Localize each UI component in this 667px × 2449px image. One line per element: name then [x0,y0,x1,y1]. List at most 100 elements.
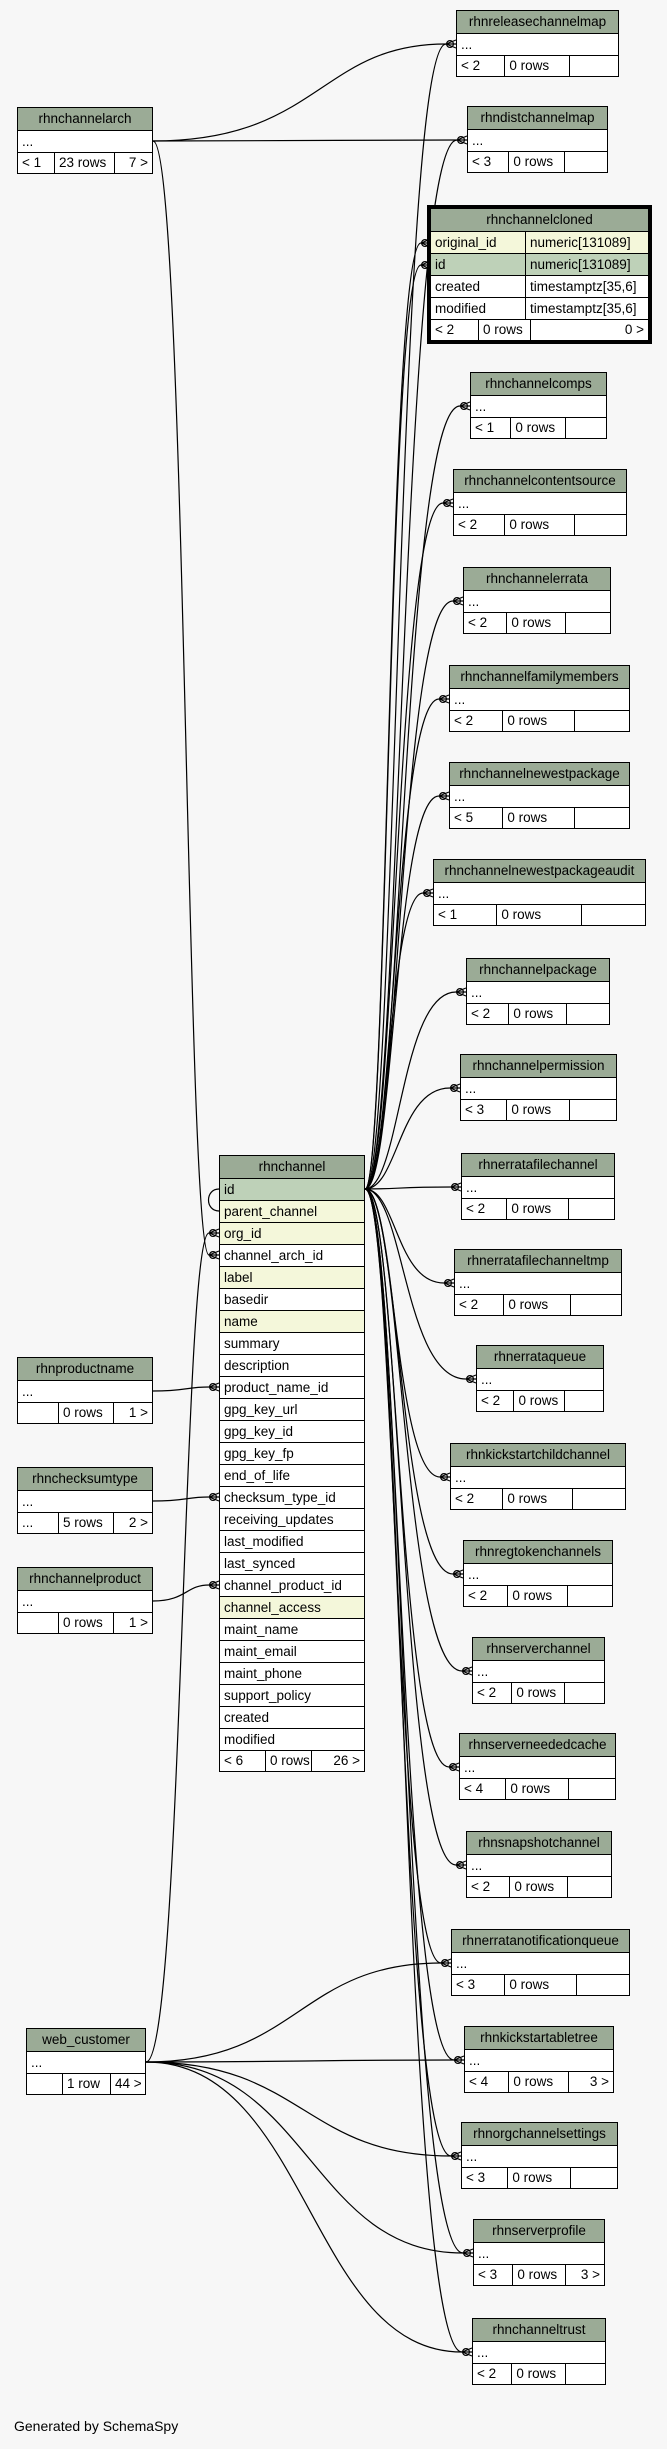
table-name[interactable]: rhnreleasechannelmap [457,11,618,34]
table-name[interactable]: rhnchannelnewestpackageaudit [434,860,645,883]
table-rhnserverchannel-parents-count[interactable]: < 2 [473,1683,513,1703]
table-rhndistchannelmap-children-count[interactable] [565,152,607,172]
table-rhnkickstartabletree-parents-count[interactable]: < 4 [465,2072,510,2092]
table-name[interactable]: rhnerratanotificationqueue [452,1930,629,1953]
table-rhnchanneltrust-children-count[interactable] [566,2364,605,2384]
table-rhnchannelcontentsource-row-count[interactable]: 0 rows [505,515,575,535]
table-rhnerratafilechanneltmp-row-count[interactable]: 0 rows [504,1295,571,1315]
table-name[interactable]: rhnerratafilechannel [462,1154,614,1177]
table-rhnserverneededcache-parents-count[interactable]: < 4 [460,1779,507,1799]
table-rhnkickstartabletree-children-count[interactable]: 3 > [589,2074,609,2089]
column-receiving-updates[interactable]: receiving_updates [220,1509,364,1531]
column-org-id[interactable]: org_id [220,1223,364,1245]
table-rhnchannelpermission-children-count[interactable] [570,1100,616,1120]
table-name[interactable]: rhnchannelcontentsource [454,470,626,493]
table-rhnchannelerrata-row-count[interactable]: 0 rows [507,613,566,633]
table-rhnkickstartchildchannel-row-count[interactable]: 0 rows [503,1489,573,1509]
table-web_customer-parents-count[interactable] [27,2074,63,2094]
column-description[interactable]: description [220,1355,364,1377]
table-rhnserverneededcache-row-count[interactable]: 0 rows [506,1779,569,1799]
table-rhnserverchannel-row-count[interactable]: 0 rows [512,1683,565,1703]
table-name[interactable]: rhnchecksumtype [18,1468,152,1491]
table-name[interactable]: rhnerrataqueue [477,1346,603,1369]
table-rhnchannelproduct-parents-count[interactable] [18,1613,59,1633]
column-maint-email[interactable]: maint_email [220,1641,364,1663]
table-rhnregtokenchannels-children-count[interactable] [568,1586,612,1606]
table-rhnsnapshotchannel-children-count[interactable] [568,1877,611,1897]
table-rhnchannelpermission-row-count[interactable]: 0 rows [507,1100,570,1120]
column-last-synced[interactable]: last_synced [220,1553,364,1575]
table-name[interactable]: rhnkickstartchildchannel [451,1444,625,1467]
table-rhnchannelfamilymembers-children-count[interactable] [575,711,629,731]
column-support-policy[interactable]: support_policy [220,1685,364,1707]
column-last-modified[interactable]: last_modified [220,1531,364,1553]
table-rhnchannel-row-count[interactable]: 0 rows [266,1751,312,1771]
table-rhnerratafilechannel-row-count[interactable]: 0 rows [507,1199,569,1219]
table-rhnserverprofile-children-count[interactable]: 3 > [580,2267,601,2282]
table-name[interactable]: rhndistchannelmap [468,107,607,130]
table-name[interactable]: rhnsnapshotchannel [467,1832,611,1855]
table-rhnchecksumtype-row-count[interactable]: 5 rows [59,1513,114,1533]
table-name[interactable]: rhnserverprofile [474,2220,604,2243]
column-modified[interactable]: modified [220,1729,364,1751]
table-rhnorgchannelsettings-children-count[interactable] [571,2168,617,2188]
column-checksum-type-id[interactable]: checksum_type_id [220,1487,364,1509]
table-rhnchannelarch-children-count[interactable]: 7 > [128,155,148,170]
table-rhnerratafilechannel-children-count[interactable] [569,1199,614,1219]
table-name[interactable]: rhnregtokenchannels [464,1541,612,1564]
column-channel-product-id[interactable]: channel_product_id [220,1575,364,1597]
table-rhnchannelcomps-children-count[interactable] [566,418,606,438]
table-rhnerratanotificationqueue-parents-count[interactable]: < 3 [452,1975,506,1995]
table-rhndistchannelmap-parents-count[interactable]: < 3 [468,152,510,172]
column-gpg-key-fp[interactable]: gpg_key_fp [220,1443,364,1465]
table-rhnchannelcontentsource-parents-count[interactable]: < 2 [454,515,506,535]
table-rhnorgchannelsettings-row-count[interactable]: 0 rows [508,2168,571,2188]
table-rhnchannelpackage-children-count[interactable] [567,1004,609,1024]
table-rhnproductname-children-count[interactable]: 1 > [128,1405,148,1420]
table-name[interactable]: rhnchannel [220,1156,364,1179]
table-name[interactable]: rhnchanneltrust [473,2319,605,2342]
table-name[interactable]: rhnproductname [18,1358,152,1381]
table-web_customer-children-count[interactable]: 44 > [115,2076,142,2091]
column-channel-arch-id[interactable]: channel_arch_id [220,1245,364,1267]
table-rhnchannelnewestpackage-parents-count[interactable]: < 5 [450,808,504,828]
table-rhnchannelnewestpackage-children-count[interactable] [575,808,629,828]
table-rhnerratafilechanneltmp-children-count[interactable] [571,1295,621,1315]
table-rhndistchannelmap-row-count[interactable]: 0 rows [509,152,565,172]
table-rhnserverprofile-parents-count[interactable]: < 3 [474,2265,514,2285]
table-name[interactable]: rhnchannelfamilymembers [450,666,629,689]
table-rhnchecksumtype-children-count[interactable]: 2 > [128,1515,148,1530]
table-name[interactable]: rhnchannelnewestpackage [450,763,629,786]
table-rhnchannelcloned-parents-count[interactable]: < 2 [431,320,479,340]
table-name[interactable]: rhnerratafilechanneltmp [455,1250,621,1273]
table-rhnerrataqueue-parents-count[interactable]: < 2 [477,1391,515,1411]
table-rhnregtokenchannels-parents-count[interactable]: < 2 [464,1586,509,1606]
table-rhnchannelcomps-row-count[interactable]: 0 rows [511,418,566,438]
table-rhnorgchannelsettings-parents-count[interactable]: < 3 [462,2168,509,2188]
table-name[interactable]: rhnorgchannelsettings [462,2123,617,2146]
table-rhnchannel-parents-count[interactable]: < 6 [220,1751,266,1771]
table-rhnreleasechannelmap-parents-count[interactable]: < 2 [457,56,506,76]
column-product-name-id[interactable]: product_name_id [220,1377,364,1399]
table-rhnchannel-children-count[interactable]: 26 > [333,1753,360,1768]
table-rhnerratanotificationqueue-children-count[interactable] [577,1975,629,1995]
table-rhnerratafilechanneltmp-parents-count[interactable]: < 2 [455,1295,505,1315]
table-rhnchannelarch-parents-count[interactable]: < 1 [18,153,55,173]
column-maint-name[interactable]: maint_name [220,1619,364,1641]
